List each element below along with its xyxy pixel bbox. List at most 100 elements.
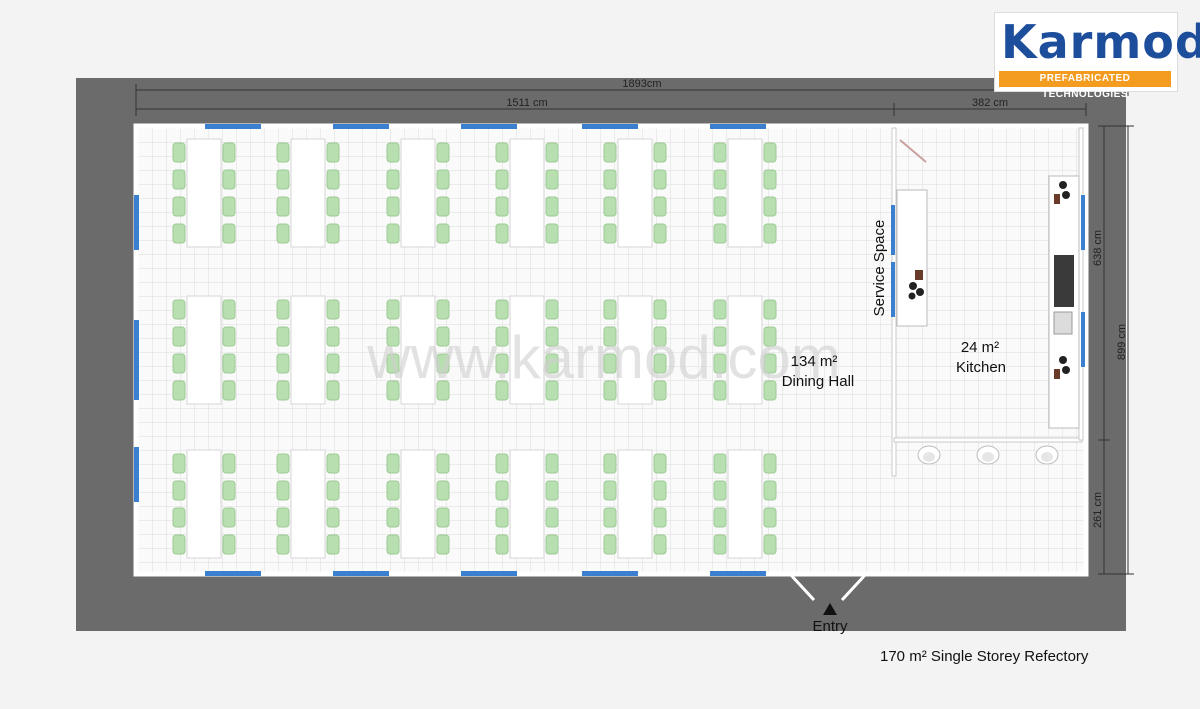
chair xyxy=(222,223,236,244)
table-set xyxy=(276,295,340,405)
table-set xyxy=(386,449,450,559)
dim-dining-length: 1511 cm xyxy=(506,97,547,109)
chair xyxy=(386,380,400,401)
chair xyxy=(386,299,400,320)
chair xyxy=(603,196,617,217)
chair xyxy=(545,299,559,320)
chair xyxy=(495,534,509,555)
chair xyxy=(653,169,667,190)
chair xyxy=(763,326,777,347)
chair xyxy=(222,480,236,501)
chair xyxy=(276,453,290,474)
chair xyxy=(276,169,290,190)
chair xyxy=(436,326,450,347)
entry-arrow-icon xyxy=(823,603,837,615)
chair xyxy=(495,453,509,474)
dining-table xyxy=(186,449,222,559)
chair xyxy=(172,453,186,474)
chair xyxy=(222,326,236,347)
service-space-label: Service Space xyxy=(871,220,888,317)
basin-icon xyxy=(1035,445,1059,465)
chair xyxy=(545,223,559,244)
dining-table xyxy=(617,138,653,248)
chair xyxy=(386,453,400,474)
chair xyxy=(763,196,777,217)
counter-window xyxy=(891,262,895,317)
dining-name-label: Dining Hall xyxy=(782,373,855,390)
chair xyxy=(653,507,667,528)
chair xyxy=(436,299,450,320)
chair xyxy=(386,223,400,244)
chair xyxy=(495,196,509,217)
chair xyxy=(436,507,450,528)
chair xyxy=(386,507,400,528)
dimension-lines xyxy=(135,84,1134,575)
chair xyxy=(653,480,667,501)
chair xyxy=(603,480,617,501)
burner-icon xyxy=(1054,356,1070,379)
chair xyxy=(436,142,450,163)
chair xyxy=(763,480,777,501)
chair xyxy=(763,223,777,244)
chair xyxy=(545,326,559,347)
kitchen-door-swing xyxy=(899,139,927,163)
chair xyxy=(386,169,400,190)
chair xyxy=(436,534,450,555)
chair xyxy=(326,223,340,244)
chair xyxy=(222,534,236,555)
chair xyxy=(763,534,777,555)
chair xyxy=(495,353,509,374)
chair xyxy=(495,326,509,347)
left-windows xyxy=(134,195,139,502)
chair xyxy=(222,299,236,320)
chair xyxy=(603,534,617,555)
chair xyxy=(172,480,186,501)
chair xyxy=(713,480,727,501)
sink-icon xyxy=(908,270,924,300)
window xyxy=(134,195,139,250)
chair xyxy=(653,326,667,347)
dim-overall-length: 1893cm xyxy=(622,78,661,90)
logo-tagline: PREFABRICATED TECHNOLOGIES xyxy=(999,71,1171,100)
chair xyxy=(386,480,400,501)
chair xyxy=(172,299,186,320)
chair xyxy=(763,142,777,163)
chair xyxy=(222,507,236,528)
window xyxy=(205,571,261,576)
table-set xyxy=(495,138,559,248)
dining-table xyxy=(727,449,763,559)
chair xyxy=(653,534,667,555)
chair xyxy=(545,196,559,217)
chair xyxy=(713,196,727,217)
logo-wordmark: Karmod xyxy=(1001,15,1200,69)
chair xyxy=(713,169,727,190)
chair xyxy=(436,223,450,244)
dining-table xyxy=(290,449,326,559)
chair xyxy=(386,534,400,555)
chair xyxy=(763,453,777,474)
chair xyxy=(603,380,617,401)
window xyxy=(333,571,389,576)
table-set xyxy=(172,449,236,559)
chair xyxy=(763,353,777,374)
dining-table xyxy=(617,449,653,559)
counter-window xyxy=(891,205,895,255)
chair xyxy=(222,453,236,474)
chair xyxy=(653,299,667,320)
chair xyxy=(713,326,727,347)
chair xyxy=(713,453,727,474)
dining-table xyxy=(509,138,545,248)
chair xyxy=(603,326,617,347)
dining-tables xyxy=(172,138,777,559)
chair xyxy=(386,326,400,347)
window xyxy=(710,571,766,576)
chair xyxy=(326,353,340,374)
chair xyxy=(326,299,340,320)
chair xyxy=(545,480,559,501)
dining-table xyxy=(509,295,545,405)
chair xyxy=(276,534,290,555)
chair xyxy=(276,353,290,374)
chair xyxy=(495,480,509,501)
chair xyxy=(276,196,290,217)
